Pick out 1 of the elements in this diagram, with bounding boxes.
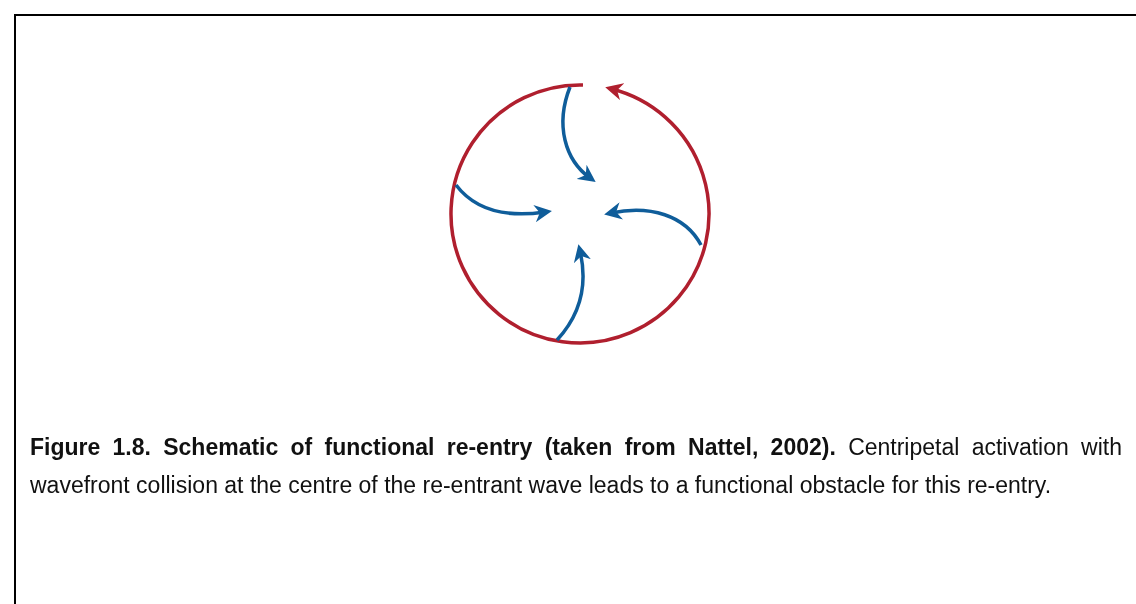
figure-caption: Figure 1.8. Schematic of functional re-entry (taken from Nattel, 2002). Centripetal activation with wavefront collision at the centre of the re-entrant wave leads to a functional obstacle for this re-entry. <box>30 433 1122 500</box>
